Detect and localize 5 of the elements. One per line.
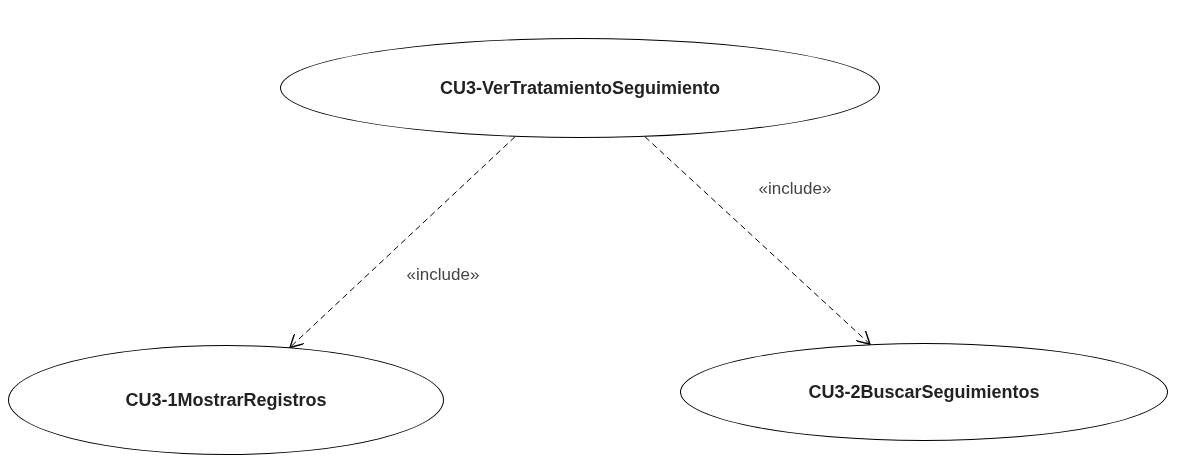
- use-case-name: CU3-2BuscarSeguimientos: [808, 381, 1040, 403]
- dashed-arrow: [289, 136, 516, 349]
- use-case-name: CU3-1MostrarRegistros: [125, 389, 327, 411]
- dashed-arrow: [644, 136, 871, 345]
- use-case-name: CU3-VerTratamientoSeguimiento: [439, 77, 721, 99]
